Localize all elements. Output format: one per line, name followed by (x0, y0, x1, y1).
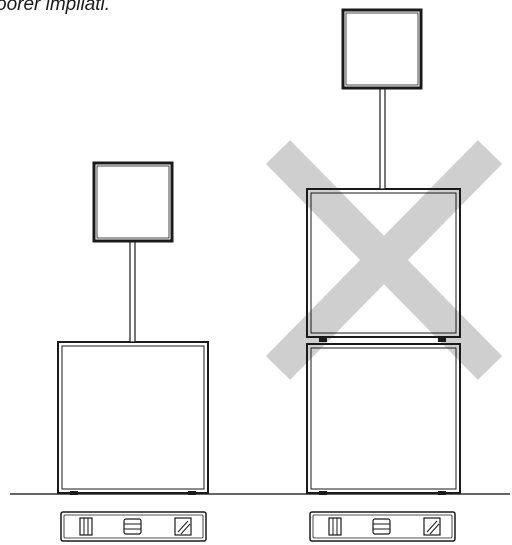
satellite-speaker (341, 8, 423, 90)
horizontal-vial-icon (372, 518, 391, 535)
satellite-speaker (92, 161, 174, 243)
level-tool-icon (309, 511, 456, 542)
horizontal-vial-icon (123, 518, 142, 535)
speaker-pole (379, 87, 386, 190)
diagonal-vial-icon (174, 517, 192, 536)
vertical-vial-icon (328, 517, 342, 536)
diagonal-vial-icon (423, 517, 441, 536)
correct-setup (57, 161, 209, 495)
cabinet-foot (70, 491, 78, 495)
cabinet-foot (319, 337, 327, 342)
caption-text: oorer impilati. (0, 0, 111, 15)
cabinet-foot (188, 491, 196, 495)
cabinet-foot (438, 491, 446, 495)
subwoofer-cabinet (57, 341, 209, 495)
bottom-subwoofer-cabinet (306, 343, 461, 495)
cabinet-foot (319, 491, 327, 495)
incorrect-setup (265, 8, 503, 495)
speaker-pole (129, 240, 136, 343)
cabinet-foot (438, 337, 446, 342)
vertical-vial-icon (79, 517, 93, 536)
level-tool-icon (60, 511, 207, 542)
